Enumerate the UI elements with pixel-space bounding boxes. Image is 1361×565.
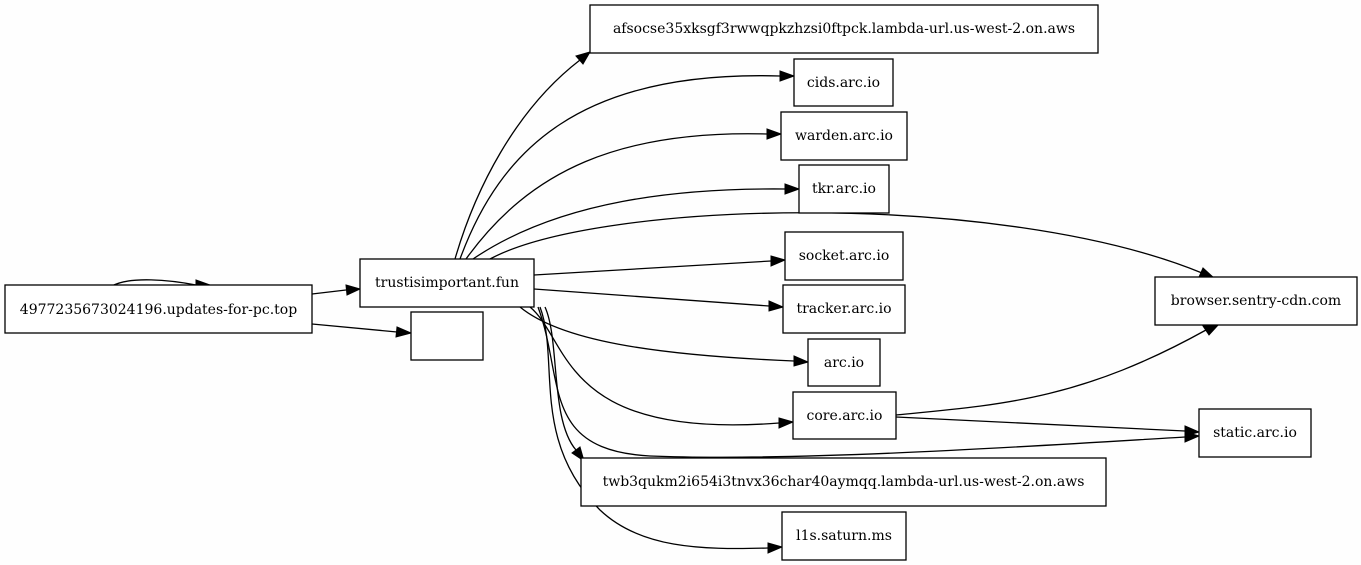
arrow-hub-tkr bbox=[784, 183, 801, 195]
node-cids[interactable]: cids.arc.io bbox=[793, 58, 894, 107]
arrow-root-hub bbox=[345, 284, 362, 296]
node-arc-label: arc.io bbox=[824, 355, 864, 371]
edge-core-sentry bbox=[895, 329, 1207, 416]
arrow-hub-lambda1 bbox=[575, 51, 592, 65]
edge-hub-lambda2 bbox=[544, 306, 577, 451]
node-sentry[interactable]: browser.sentry-cdn.com bbox=[1154, 276, 1358, 326]
node-tkr-label: tkr.arc.io bbox=[812, 181, 876, 197]
edge-root-blank bbox=[311, 323, 398, 333]
node-root-label: 4977235673024196.updates-for-pc.top bbox=[20, 302, 297, 318]
arrow-hub-warden bbox=[766, 128, 783, 140]
edge-core-static bbox=[895, 416, 1186, 432]
node-arc[interactable]: arc.io bbox=[807, 338, 881, 387]
node-core-label: core.arc.io bbox=[807, 408, 883, 424]
edge-root-hub bbox=[311, 289, 347, 295]
node-static[interactable]: static.arc.io bbox=[1198, 408, 1312, 458]
node-warden[interactable]: warden.arc.io bbox=[780, 111, 908, 161]
edge-hub-saturn bbox=[539, 306, 769, 550]
node-socket[interactable]: socket.arc.io bbox=[784, 231, 904, 281]
node-sentry-label: browser.sentry-cdn.com bbox=[1171, 293, 1341, 309]
node-saturn[interactable]: l1s.saturn.ms bbox=[781, 511, 907, 561]
arrow-hub-tracker bbox=[768, 300, 785, 312]
arrow-root-blank bbox=[395, 326, 413, 338]
edge-hub-lambda1 bbox=[454, 59, 581, 260]
node-root[interactable]: 4977235673024196.updates-for-pc.top bbox=[4, 284, 313, 334]
node-static-label: static.arc.io bbox=[1213, 425, 1297, 441]
arrow-core-static bbox=[1184, 425, 1201, 437]
edge-hub-socket bbox=[533, 260, 772, 276]
node-lambda1-label: afsocse35xksgf3rwwqpkzhzsi0ftpck.lambda-… bbox=[613, 21, 1075, 37]
node-hub-label: trustisimportant.fun bbox=[375, 275, 519, 291]
node-socket-label: socket.arc.io bbox=[799, 248, 890, 264]
node-hub[interactable]: trustisimportant.fun bbox=[359, 258, 535, 308]
node-tracker[interactable]: tracker.arc.io bbox=[782, 284, 906, 334]
nodes: 4977235673024196.updates-for-pc.top trus… bbox=[4, 4, 1358, 561]
node-lambda1[interactable]: afsocse35xksgf3rwwqpkzhzsi0ftpck.lambda-… bbox=[589, 4, 1099, 54]
edge-hub-arc bbox=[519, 306, 795, 362]
arrow-hub-core bbox=[778, 417, 795, 429]
edge-root-hub-loop bbox=[111, 279, 197, 287]
arrow-hub-socket bbox=[770, 255, 787, 267]
node-lambda2-label: twb3qukm2i654i3tnvx36char40aymqq.lambda-… bbox=[603, 474, 1085, 490]
node-blank[interactable] bbox=[410, 311, 484, 361]
arrow-hub-arc bbox=[793, 355, 810, 367]
edge-hub-tkr bbox=[472, 188, 786, 260]
arrow-hub-saturn bbox=[767, 542, 784, 554]
edge-hub-warden bbox=[465, 133, 768, 260]
node-tracker-label: tracker.arc.io bbox=[796, 301, 891, 317]
arrow-hub-cids bbox=[779, 70, 796, 82]
node-cids-label: cids.arc.io bbox=[807, 75, 880, 91]
node-saturn-label: l1s.saturn.ms bbox=[796, 528, 892, 544]
edge-hub-cids bbox=[459, 75, 781, 260]
node-warden-label: warden.arc.io bbox=[795, 128, 893, 144]
node-tkr[interactable]: tkr.arc.io bbox=[798, 164, 890, 214]
edge-hub-tracker bbox=[533, 288, 770, 307]
node-lambda2[interactable]: twb3qukm2i654i3tnvx36char40aymqq.lambda-… bbox=[580, 457, 1107, 507]
node-core[interactable]: core.arc.io bbox=[792, 391, 897, 440]
